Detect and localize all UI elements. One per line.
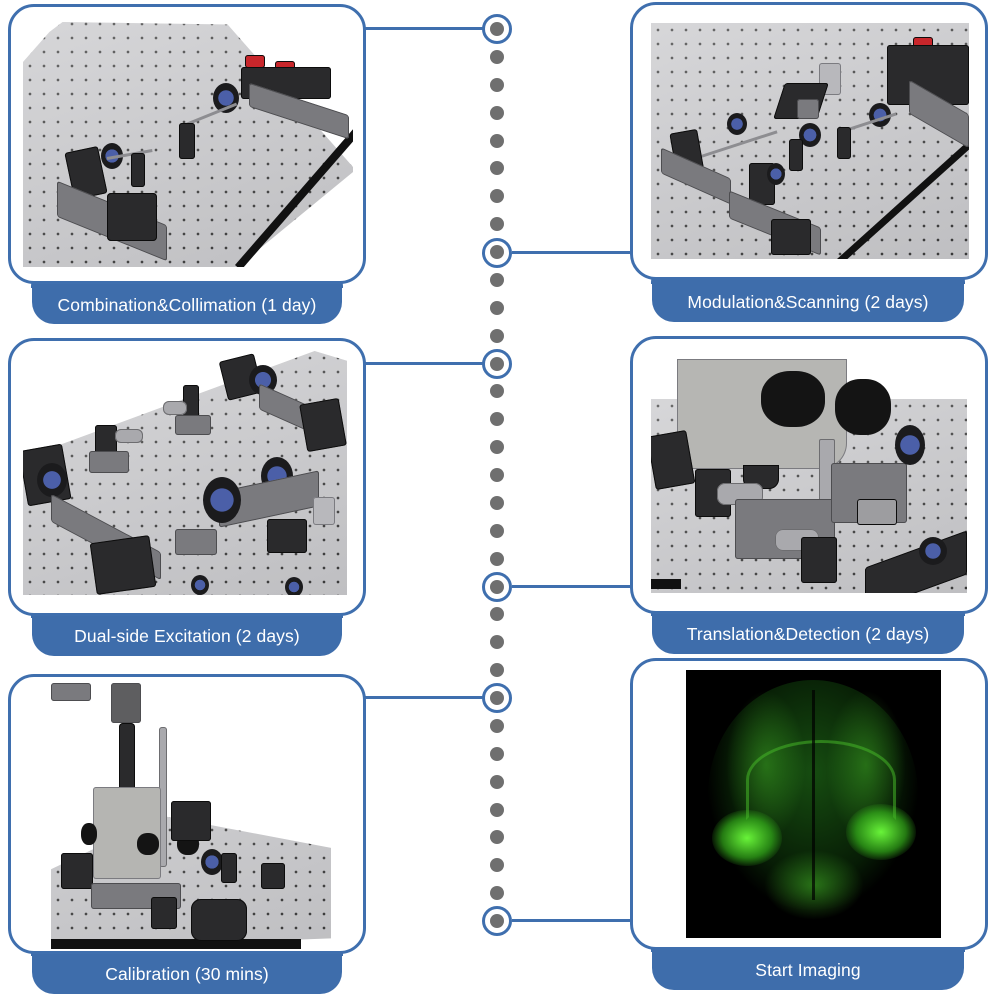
- assembled-system-render-image: [51, 683, 331, 949]
- timeline-dot: [490, 300, 504, 315]
- timeline-dot: [490, 607, 504, 622]
- step-label: Combination&Collimation (1 day): [31, 276, 343, 324]
- microscope-render-image: [651, 359, 967, 593]
- timeline-dot: [490, 49, 504, 64]
- timeline-dot: [490, 886, 504, 901]
- step-label: Calibration (30 mins): [31, 944, 343, 994]
- connector-step-1: [364, 27, 483, 30]
- timeline-milestone-ring-5: [482, 683, 512, 713]
- timeline-dot: [490, 328, 504, 343]
- timeline-dot: [490, 161, 504, 176]
- timeline-dot: [490, 133, 504, 148]
- step-label: Modulation&Scanning (2 days): [651, 272, 965, 322]
- timeline-dot: [490, 468, 504, 482]
- step-card: [630, 2, 988, 280]
- breadboard-render-image: [23, 351, 347, 595]
- timeline-dot: [490, 858, 504, 873]
- timeline-dot: [490, 189, 504, 204]
- timeline-dot: [490, 718, 504, 733]
- step-label: Translation&Detection (2 days): [651, 604, 965, 654]
- timeline-dot: [490, 774, 504, 789]
- timeline-dot: [490, 272, 504, 287]
- connector-step-4: [512, 585, 632, 588]
- connector-step-6: [512, 919, 632, 922]
- step-card: [630, 336, 988, 614]
- timeline-dot: [490, 635, 504, 650]
- timeline-dot: [490, 746, 504, 761]
- timeline-dot: [490, 495, 504, 510]
- timeline-dot: [490, 551, 504, 566]
- timeline-milestone-ring-3: [482, 349, 512, 379]
- timeline-dot: [490, 412, 504, 427]
- step-card: [8, 4, 366, 284]
- timeline-dot: [490, 440, 504, 455]
- timeline-dot: [490, 523, 504, 538]
- timeline-dot: [490, 663, 504, 678]
- step-label: Dual-side Excitation (2 days): [31, 606, 343, 656]
- timeline-dot: [490, 105, 504, 120]
- timeline-milestone-ring-4: [482, 572, 512, 602]
- timeline-dot: [490, 77, 504, 92]
- step-card: [630, 658, 988, 950]
- connector-step-3: [364, 362, 483, 365]
- connector-step-2: [512, 251, 632, 254]
- connector-step-5: [364, 696, 483, 699]
- breadboard-render-image: [651, 23, 969, 259]
- step-label: Start Imaging: [651, 940, 965, 990]
- step-card: [8, 338, 366, 616]
- timeline-dot: [490, 802, 504, 817]
- step-card: [8, 674, 366, 954]
- timeline-milestone-ring-2: [482, 238, 512, 268]
- timeline-dot: [490, 830, 504, 845]
- fluorescent-brain-image: [686, 670, 941, 938]
- timeline-milestone-ring-6: [482, 906, 512, 936]
- timeline-dot: [490, 217, 504, 232]
- breadboard-render-image: [23, 17, 353, 267]
- timeline-milestone-ring-1: [482, 14, 512, 44]
- timeline-dot: [490, 384, 504, 399]
